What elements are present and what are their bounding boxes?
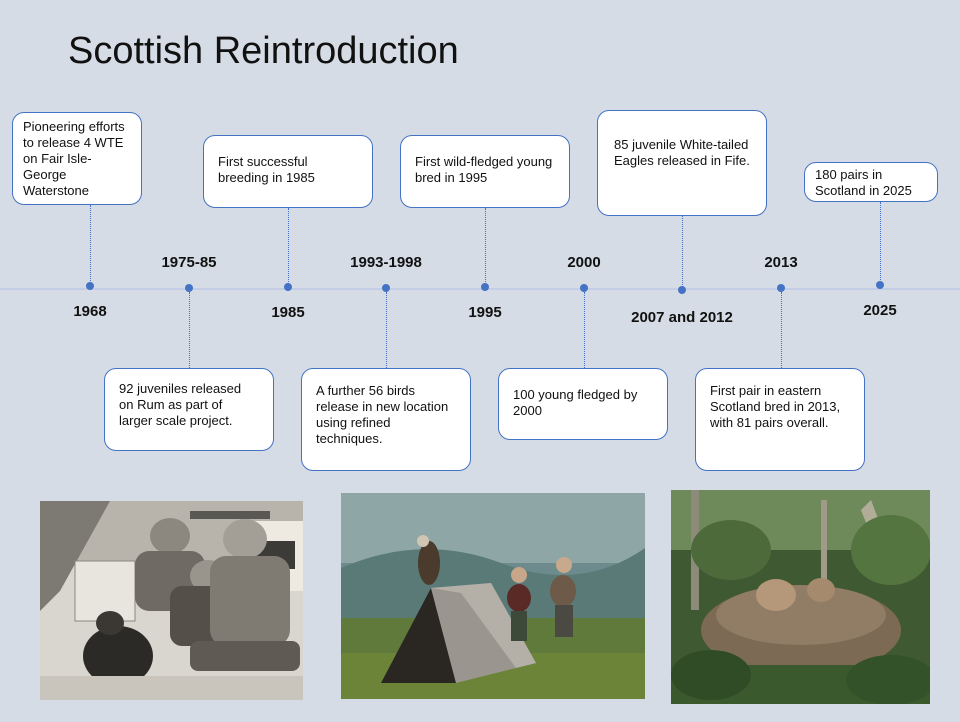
- event-connector-1993-1998: [386, 292, 387, 368]
- event-marker-2025: [876, 281, 884, 289]
- event-connector-2025: [880, 202, 881, 282]
- historic-release-photo: [40, 501, 303, 700]
- event-marker-1968: [86, 282, 94, 290]
- event-marker-1985: [284, 283, 292, 291]
- event-connector-1995: [485, 208, 486, 284]
- year-label-1985: 1985: [271, 304, 305, 321]
- year-label-1975-85: 1975-85: [161, 254, 217, 271]
- year-label-1968: 1968: [73, 303, 107, 320]
- eagle-nest-photo: [671, 490, 930, 704]
- year-label-2013: 2013: [764, 254, 798, 271]
- hack-shelter-photo: [341, 493, 645, 699]
- event-marker-1975-85: [185, 284, 193, 292]
- event-connector-2000: [584, 292, 585, 368]
- year-label-1995: 1995: [468, 304, 502, 321]
- year-label-2025: 2025: [863, 302, 897, 319]
- event-box-1975-85: 92 juveniles released on Rum as part of …: [104, 368, 274, 451]
- event-connector-1985: [288, 208, 289, 284]
- event-marker-1995: [481, 283, 489, 291]
- event-connector-1968: [90, 205, 91, 285]
- page-title: Scottish Reintroduction: [68, 30, 459, 72]
- event-box-2000: 100 young fledged by 2000: [498, 368, 668, 440]
- event-box-1968: Pioneering efforts to release 4 WTE on F…: [12, 112, 142, 205]
- year-label-2007-2012: 2007 and 2012: [631, 309, 733, 326]
- timeline-axis: [0, 288, 960, 290]
- event-box-1993-1998: A further 56 birds release in new locati…: [301, 368, 471, 471]
- year-label-1993-1998: 1993-1998: [350, 254, 422, 271]
- year-label-2000: 2000: [567, 254, 601, 271]
- event-box-2013: First pair in eastern Scotland bred in 2…: [695, 368, 865, 471]
- event-box-1985: First successful breeding in 1985: [203, 135, 373, 208]
- event-connector-1975-85: [189, 292, 190, 368]
- event-box-2025: 180 pairs in Scotland in 2025: [804, 162, 938, 202]
- event-marker-2007-2012: [678, 286, 686, 294]
- event-marker-2013: [777, 284, 785, 292]
- event-marker-2000: [580, 284, 588, 292]
- event-connector-2013: [781, 292, 782, 368]
- event-connector-2007-2012: [682, 216, 683, 287]
- event-box-2007-2012: 85 juvenile White-tailed Eagles released…: [597, 110, 767, 216]
- event-box-1995: First wild-fledged young bred in 1995: [400, 135, 570, 208]
- event-marker-1993-1998: [382, 284, 390, 292]
